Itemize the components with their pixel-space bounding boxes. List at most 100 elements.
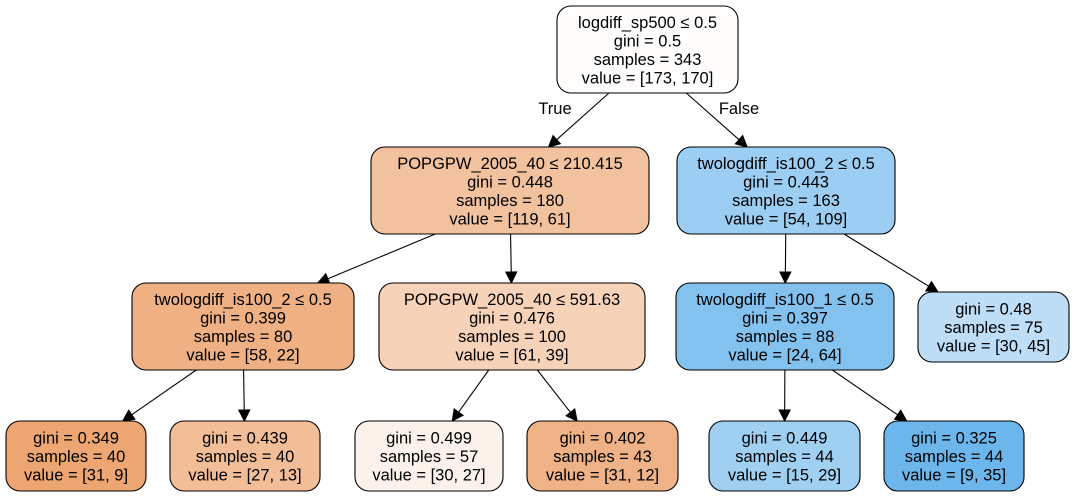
node-line: value = [119, 61] — [449, 210, 570, 228]
node-box — [354, 420, 504, 492]
arrow-head-icon — [779, 271, 792, 285]
node-line: value = [30, 27] — [372, 467, 485, 485]
node-line: samples = 40 — [27, 448, 126, 466]
node-box — [378, 282, 646, 371]
arrow-head-icon — [734, 134, 749, 148]
node-line: samples = 180 — [456, 192, 564, 210]
edge-line — [327, 233, 436, 280]
tree-edge-n1-n4 — [504, 233, 518, 285]
node-line: samples = 75 — [944, 319, 1043, 337]
node-line: twologdiff_is100_2 ≤ 0.5 — [154, 291, 332, 309]
node-line: value = [24, 64] — [728, 346, 841, 364]
node-line: samples = 88 — [736, 328, 835, 346]
tree-edge-n4-n10 — [536, 369, 578, 422]
node-line: value = [61, 39] — [455, 346, 568, 364]
node-box — [676, 146, 896, 235]
arrow-head-icon — [121, 409, 136, 422]
node-line: gini = 0.448 — [467, 173, 553, 191]
node-line: samples = 57 — [380, 448, 479, 466]
node-line: gini = 0.399 — [200, 309, 286, 327]
arrow-head-icon — [547, 134, 562, 148]
edge-line — [458, 369, 490, 413]
node-box — [169, 420, 321, 492]
edge-line — [832, 369, 898, 416]
edge-line — [843, 233, 929, 287]
node-box — [370, 146, 650, 235]
node-line: logdiff_sp500 ≤ 0.5 — [578, 14, 717, 32]
tree-edge-root-n1 — [547, 92, 610, 148]
node-line: value = [31, 9] — [24, 467, 128, 485]
node-box — [708, 420, 861, 492]
node-line: gini = 0.439 — [202, 430, 288, 448]
node-line: samples = 80 — [194, 328, 293, 346]
node-box — [675, 282, 895, 371]
node-line: POPGPW_2005_40 ≤ 210.415 — [397, 155, 623, 173]
node-line: samples = 40 — [196, 448, 295, 466]
node-box — [5, 420, 147, 492]
node-line: twologdiff_is100_1 ≤ 0.5 — [696, 291, 874, 309]
node-line: gini = 0.48 — [955, 301, 1032, 319]
node-line: POPGPW_2005_40 ≤ 591.63 — [404, 291, 620, 309]
edge-line — [556, 92, 610, 141]
node-line: gini = 0.449 — [742, 430, 828, 448]
edge-label-false: False — [719, 100, 759, 118]
node-line: value = [54, 109] — [725, 210, 847, 228]
node-box — [556, 5, 739, 94]
arrow-head-icon — [924, 280, 939, 293]
tree-edge-n5-n11 — [778, 369, 791, 423]
node-line: gini = 0.499 — [386, 430, 472, 448]
node-line: value = [58, 22] — [186, 346, 299, 364]
node-line: value = [9, 35] — [902, 467, 1006, 485]
node-line: value = [31, 12] — [546, 467, 659, 485]
node-box — [883, 420, 1025, 492]
node-line: value = [15, 29] — [728, 467, 841, 485]
tree-edge-n4-n9 — [451, 369, 490, 422]
tree-edge-n1-n3 — [316, 233, 436, 285]
edge-line — [243, 369, 245, 411]
arrow-head-icon — [451, 407, 465, 422]
node-line: samples = 343 — [594, 51, 702, 69]
arrow-head-icon — [316, 272, 331, 285]
tree-edge-n5-n12 — [832, 369, 908, 422]
node-line: value = [27, 13] — [188, 467, 301, 485]
node-line: gini = 0.476 — [469, 309, 555, 327]
node-line: gini = 0.349 — [33, 430, 119, 448]
edges-layer — [121, 92, 939, 423]
node-box — [131, 282, 355, 371]
node-line: samples = 43 — [553, 448, 652, 466]
arrow-head-icon — [504, 271, 518, 285]
edge-line — [131, 369, 197, 416]
tree-edge-n3-n8 — [237, 369, 251, 423]
edge-label-true: True — [538, 100, 571, 118]
node-line: gini = 0.5 — [614, 32, 681, 50]
node-line: gini = 0.443 — [743, 173, 829, 191]
tree-edge-n3-n7 — [121, 369, 197, 422]
arrow-head-icon — [237, 409, 251, 423]
node-line: gini = 0.402 — [560, 430, 646, 448]
node-line: twologdiff_is100_2 ≤ 0.5 — [697, 155, 875, 173]
node-line: value = [30, 45] — [937, 338, 1050, 356]
node-line: value = [173, 170] — [582, 69, 714, 87]
node-line: gini = 0.325 — [911, 430, 997, 448]
edge-line — [536, 369, 571, 413]
arrow-head-icon — [893, 409, 908, 422]
arrow-head-icon — [565, 408, 578, 422]
arrow-head-icon — [778, 409, 791, 423]
node-line: samples = 163 — [732, 192, 840, 210]
node-line: samples = 44 — [905, 448, 1004, 466]
node-box — [917, 291, 1070, 363]
node-line: samples = 44 — [735, 448, 834, 466]
